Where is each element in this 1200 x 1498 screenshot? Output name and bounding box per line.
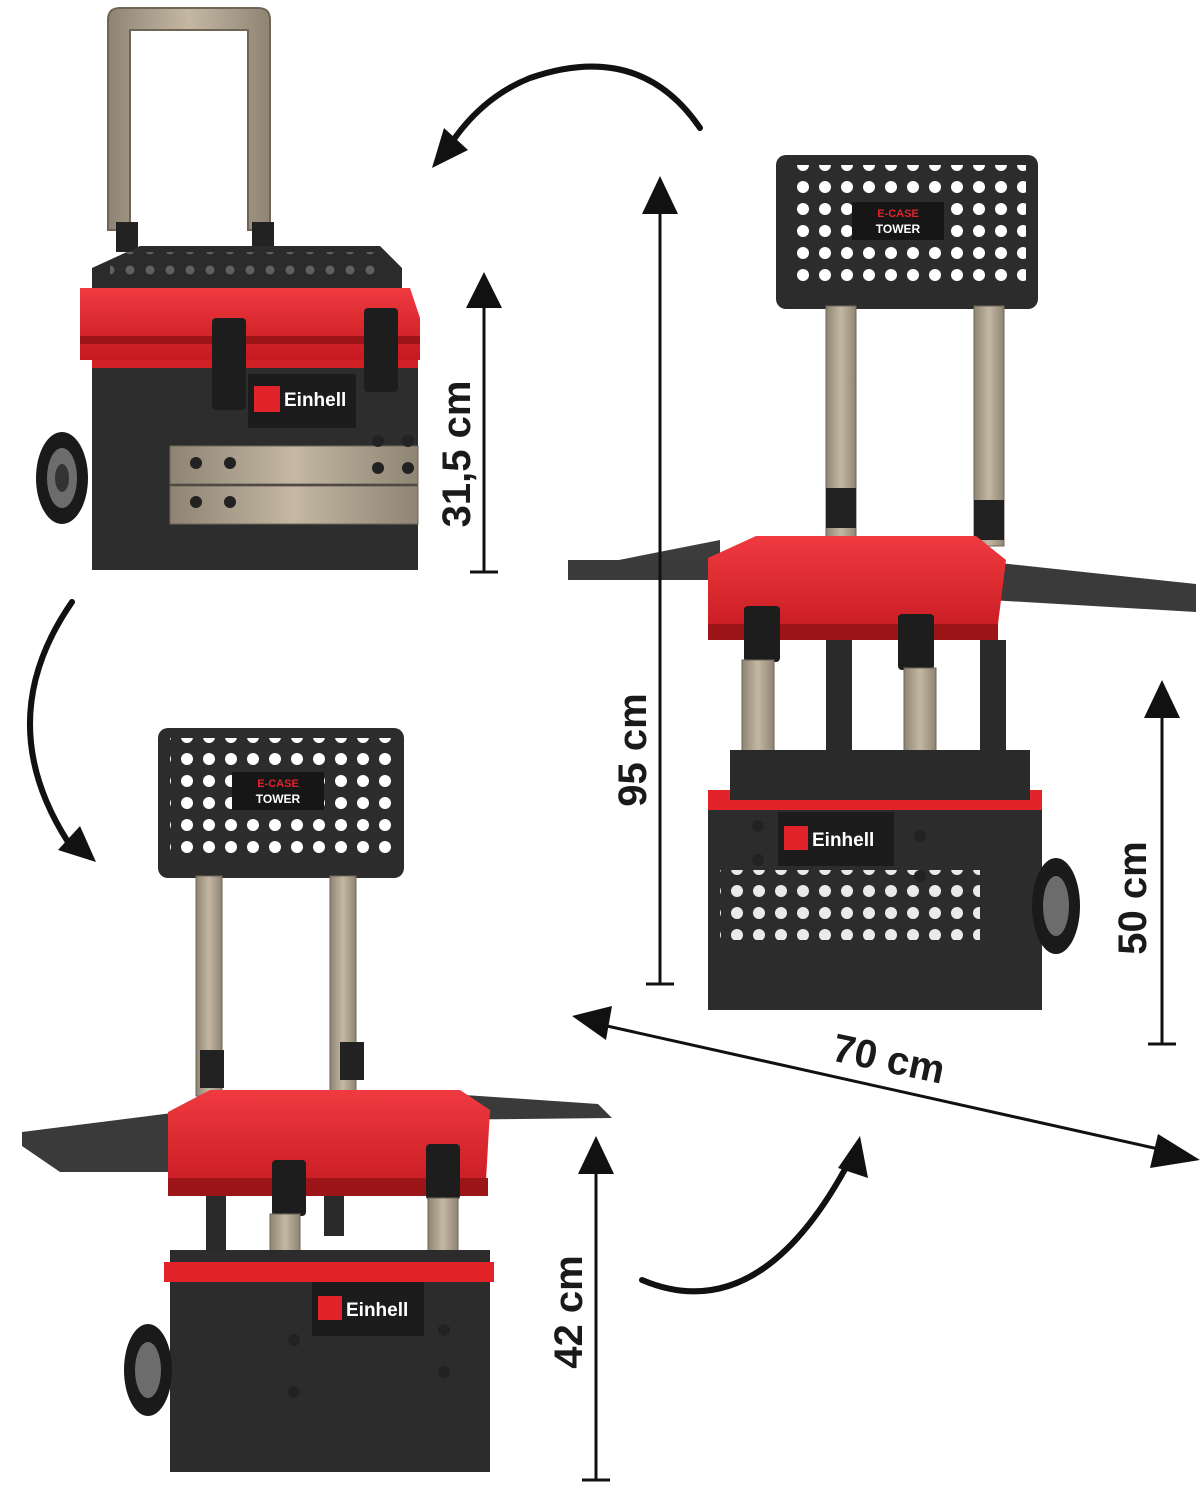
workbench-view: E-CASE TOWER Einhell (22, 728, 612, 1472)
wheel (1032, 858, 1080, 954)
bench-height-right-label: 50 cm (1111, 841, 1155, 954)
sign-line-1: E-CASE (257, 778, 299, 790)
dimension-total-height: 95 cm (611, 176, 678, 986)
brand-logo-text: Einhell (284, 390, 346, 411)
closed-height-label: 31,5 cm (435, 381, 479, 528)
sign-line-2: TOWER (256, 792, 301, 806)
wheel (36, 432, 88, 524)
tower-sign: E-CASE TOWER (852, 202, 944, 240)
rotation-arrowheads (58, 128, 868, 1178)
closed-trolley-view: Einhell (36, 7, 420, 570)
brand-logo: Einhell (312, 1282, 424, 1336)
sign-line-2: TOWER (876, 222, 921, 236)
brand-logo-text: Einhell (346, 1300, 408, 1321)
arrow-top-curved (445, 63, 703, 151)
wheel (124, 1324, 172, 1416)
dimension-closed-height: 31,5 cm (435, 272, 502, 574)
dimension-bench-height-left: 42 cm (547, 1136, 614, 1482)
dimension-bench-height-right: 50 cm (1111, 680, 1180, 1046)
bench-width-label: 70 cm (829, 1026, 949, 1093)
arrow-left-curved (27, 599, 75, 845)
tower-sign: E-CASE TOWER (232, 772, 324, 810)
dimension-bench-width: 70 cm (572, 1006, 1200, 1168)
tall-tower-view: E-CASE TOWER Einhell (568, 155, 1196, 1010)
bench-height-left-label: 42 cm (547, 1255, 591, 1368)
brand-logo: Einhell (248, 374, 356, 428)
total-height-label: 95 cm (611, 693, 655, 806)
brand-logo: Einhell (778, 812, 894, 866)
rotation-arrows (27, 63, 853, 1295)
sign-line-1: E-CASE (877, 208, 919, 220)
brand-logo-text: Einhell (812, 830, 874, 851)
arrow-bottom-curved (639, 1157, 853, 1295)
